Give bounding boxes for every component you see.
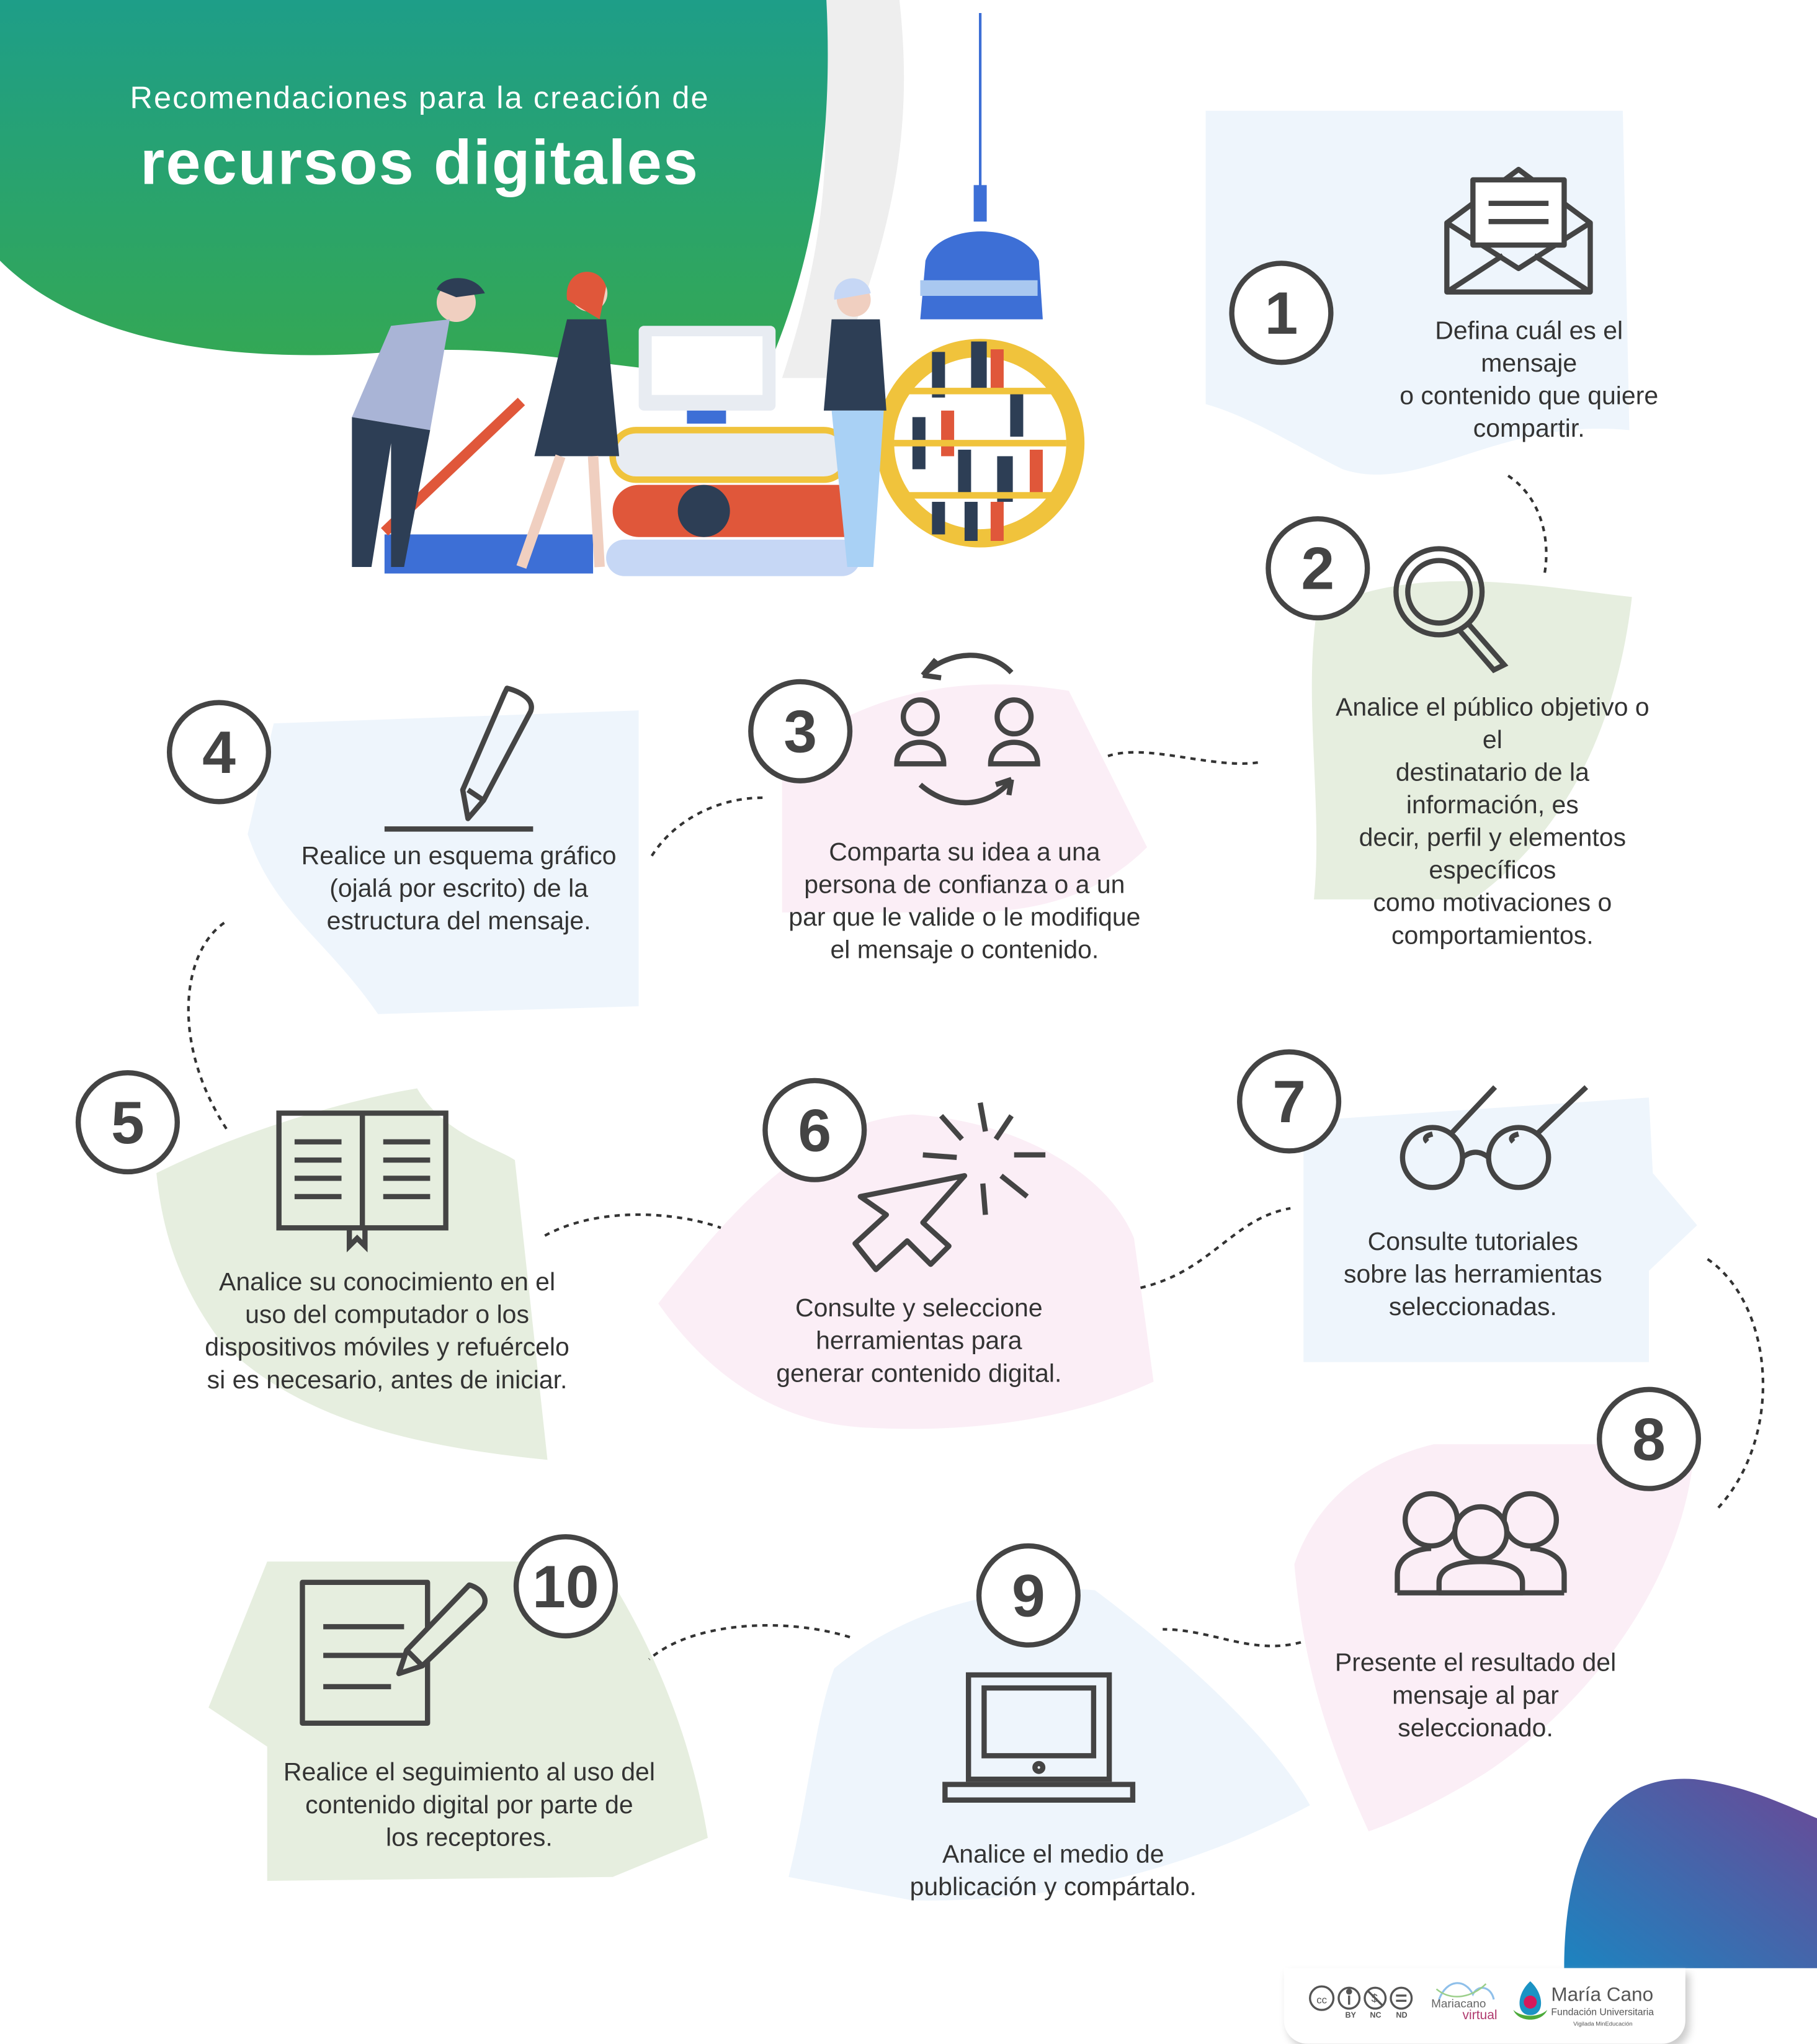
step-9-number: 9: [976, 1543, 1081, 1648]
blob-8: [1294, 1444, 1695, 1832]
svg-text:cc: cc: [1316, 1994, 1327, 2006]
vigilada-text: Vigilada MinEducación: [1573, 2020, 1633, 2027]
blob-3: [782, 684, 1148, 913]
blob-9: [788, 1589, 1310, 1901]
step-7-number: 7: [1237, 1049, 1342, 1154]
blob-5: [156, 1088, 548, 1460]
step-5-text: Analice su conocimiento en el uso del co…: [205, 1268, 569, 1395]
footer-logos: cc $ BY NC ND Mariacano virtual María Ca…: [1284, 1968, 1685, 2044]
gray-swoosh: [782, 0, 904, 378]
magnifier-icon: [1393, 546, 1509, 674]
laptop-icon: [942, 1672, 1136, 1803]
step-4-number: 4: [166, 700, 272, 805]
step-7-text: Consulte tutoriales sobre las herramient…: [1343, 1228, 1602, 1322]
step-5-number: 5: [75, 1070, 180, 1175]
step-6-text: Consulte y seleccione herramientas para …: [776, 1294, 1062, 1388]
corner-gradient: [1564, 1778, 1817, 1968]
document-pen-icon: [300, 1579, 488, 1726]
cursor-click-icon: [852, 1102, 1046, 1272]
page-title: recursos digitales: [140, 129, 700, 199]
step-9-text: Analice el medio de publicación y compár…: [909, 1840, 1197, 1902]
step-2-text: Analice el público objetivo o el destina…: [1336, 693, 1650, 950]
people-exchange-icon: [894, 653, 1040, 806]
mariacano-text: Mariacano: [1431, 1997, 1486, 2011]
blob-2: [1311, 581, 1632, 899]
step-1-text: Defina cuál es el mensaje o contenido qu…: [1400, 316, 1659, 444]
step-3-number: 3: [748, 679, 853, 783]
license-nd: ND: [1396, 2012, 1408, 2020]
open-book-icon: [276, 1110, 449, 1252]
license-nc: NC: [1370, 2012, 1382, 2020]
step-8-number: 8: [1596, 1386, 1702, 1491]
pencil-icon: [384, 685, 534, 832]
dotted-connectors: [187, 475, 1764, 1661]
illustration-people-books-lightbulb: [352, 13, 1085, 576]
subtitle: Recomendaciones para la creación de: [130, 81, 710, 117]
group-icon: [1395, 1491, 1567, 1595]
step-3-text: Comparta su idea a una persona de confia…: [788, 838, 1141, 965]
institution-name: María Cano: [1551, 1984, 1654, 2006]
svg-text:$: $: [1371, 1992, 1378, 2005]
green-header-blob: [0, 0, 828, 373]
mariacano-virtual-logo-mark: [1435, 1982, 1495, 2000]
step-1-number: 1: [1229, 261, 1334, 365]
creative-commons-icons: cc $: [1309, 1985, 1413, 2011]
license-by: BY: [1345, 2012, 1356, 2020]
step-6-number: 6: [762, 1078, 867, 1182]
envelope-icon: [1444, 166, 1593, 295]
institution-subtitle: Fundación Universitaria: [1551, 2006, 1654, 2018]
step-4-text: Realice un esquema gráfico (ojalá por es…: [301, 842, 617, 936]
step-10-text: Realice el seguimiento al uso del conten…: [283, 1758, 655, 1852]
virtual-text: virtual: [1462, 2008, 1498, 2024]
step-2-number: 2: [1266, 516, 1370, 621]
blob-4: [248, 710, 639, 1014]
maria-cano-logo-mark: [1513, 1981, 1548, 2020]
step-10-number: 10: [513, 1534, 618, 1639]
glasses-icon: [1400, 1085, 1589, 1190]
blob-6: [658, 1114, 1154, 1429]
blob-10: [208, 1561, 708, 1881]
step-8-text: Presente el resultado del mensaje al par…: [1334, 1649, 1617, 1743]
